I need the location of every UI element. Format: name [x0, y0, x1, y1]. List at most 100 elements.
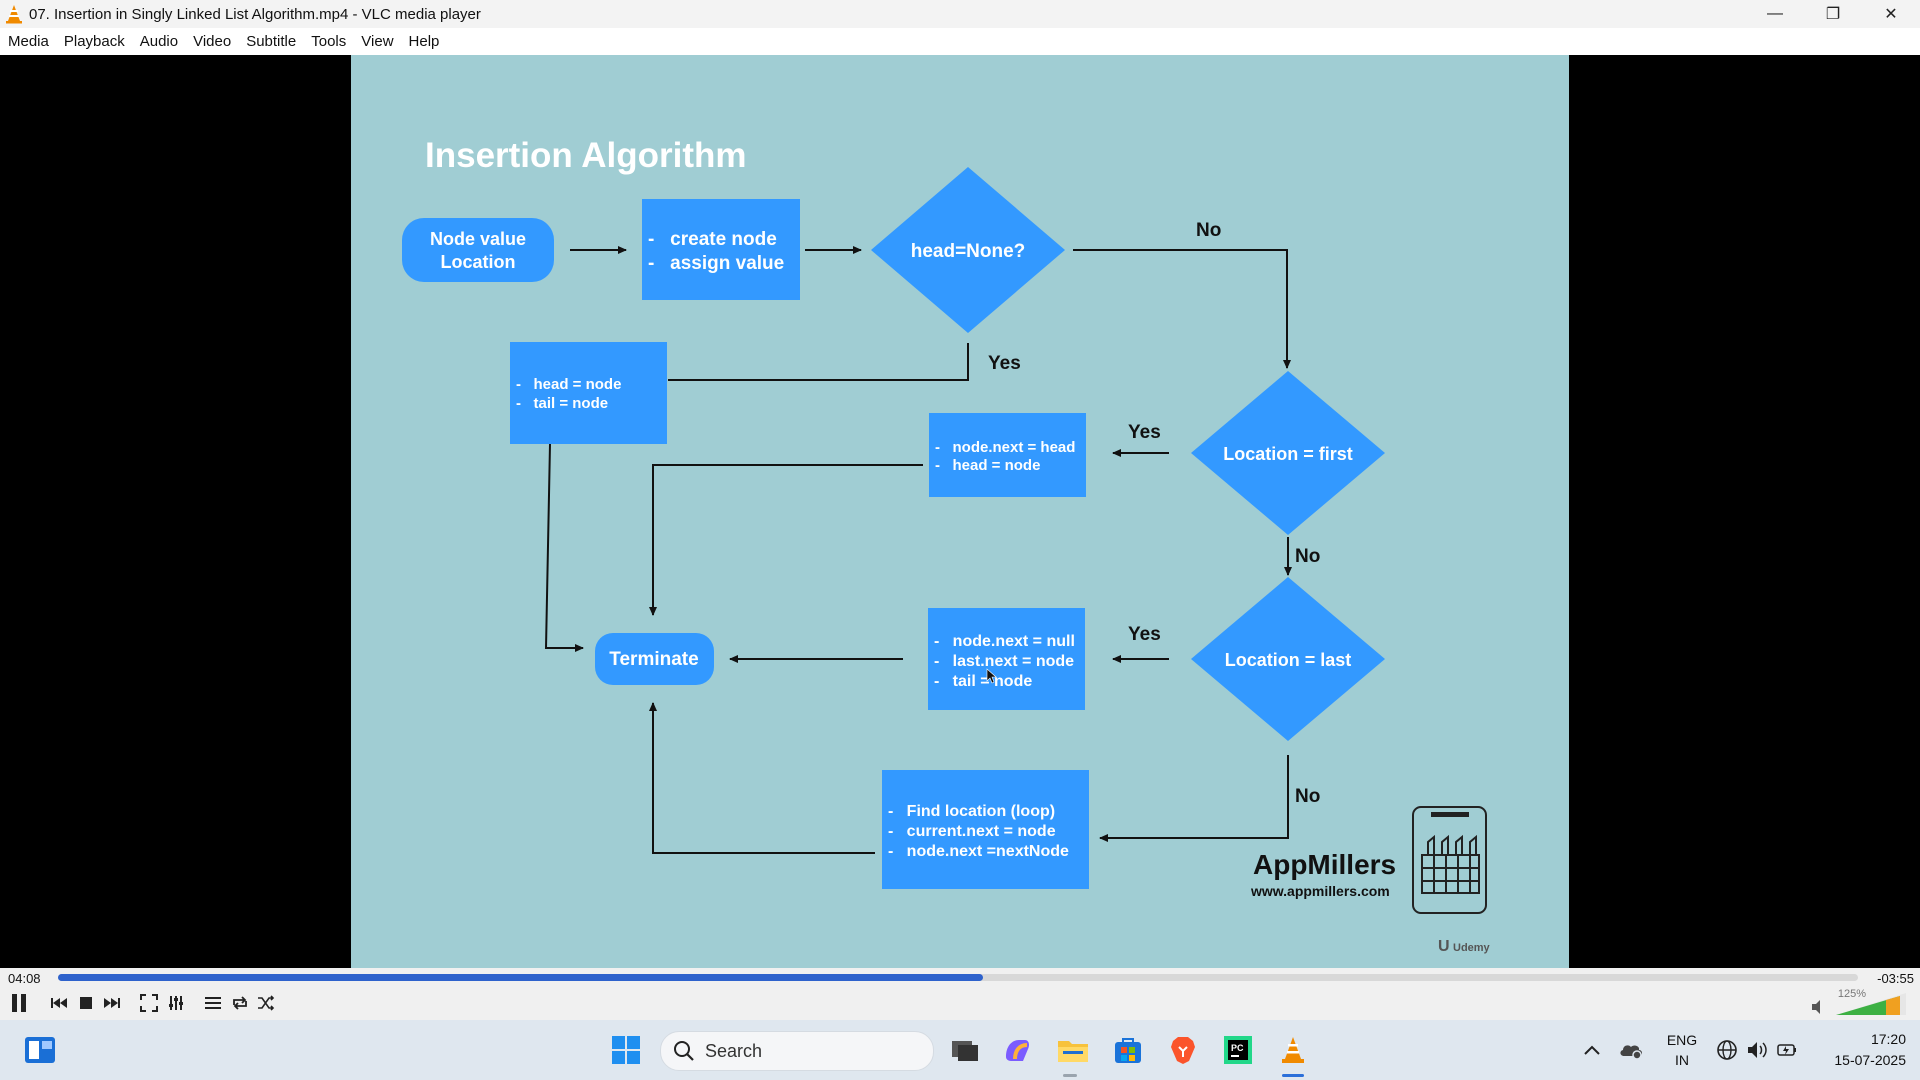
menu-media[interactable]: Media [8, 33, 49, 50]
controls-row: 125% [0, 986, 1920, 1020]
location-last-decision [1191, 577, 1385, 741]
start-text-1: Node value [430, 229, 526, 249]
label-yes-1: Yes [988, 353, 1021, 374]
menu-audio[interactable]: Audio [139, 33, 179, 50]
location-last-box [928, 608, 1085, 710]
location-last-text: Location = last [1225, 650, 1352, 670]
menu-tools[interactable]: Tools [311, 33, 347, 50]
last-box-text-1: - node.next = null [934, 633, 1075, 650]
volume-percent: 125% [1837, 988, 1866, 1000]
running-indicator-explorer [1063, 1074, 1077, 1077]
mouse-cursor [986, 668, 997, 684]
create-text-2: - assign value [648, 253, 784, 274]
time-remaining[interactable]: -03:55 [1877, 971, 1914, 986]
time-elapsed: 04:08 [8, 971, 41, 986]
vlc-cone-icon [6, 5, 22, 24]
brave-browser-button[interactable] [1165, 1032, 1201, 1068]
label-yes-2: Yes [1128, 422, 1161, 443]
loop-icon [233, 996, 247, 1010]
title-bar: 07. Insertion in Singly Linked List Algo… [0, 0, 1920, 28]
menu-video[interactable]: Video [193, 33, 232, 50]
pause-button[interactable] [8, 992, 30, 1014]
copilot-button[interactable] [1000, 1032, 1036, 1068]
mid-box-text-2: - current.next = node [888, 823, 1056, 840]
chevron-up-icon [1584, 1045, 1600, 1055]
clock-time[interactable]: 17:20 [1870, 1031, 1906, 1047]
brave-lion-icon [1171, 1037, 1195, 1064]
arrow-yes-to-head-box [668, 343, 969, 381]
extended-settings-button[interactable] [165, 992, 187, 1014]
playlist-button[interactable] [202, 992, 224, 1014]
arrow-first-box-to-terminate [649, 464, 923, 616]
next-button[interactable] [101, 992, 123, 1014]
volume-icon [1812, 993, 1906, 1015]
brand-name: AppMillers [1253, 849, 1396, 880]
start-text-2: Location [441, 252, 516, 272]
arrow-mid-to-terminate [649, 702, 875, 854]
store-button[interactable] [1110, 1032, 1146, 1068]
battery-charging-icon [1777, 1044, 1796, 1056]
vlc-taskbar-icon [1282, 1037, 1304, 1063]
show-hidden-icons-button[interactable] [1577, 1032, 1607, 1068]
loop-button[interactable] [229, 992, 251, 1014]
task-view-button[interactable] [947, 1032, 983, 1068]
network-button[interactable] [1712, 1032, 1742, 1068]
video-area[interactable]: Insertion Algorithm Node value Location … [0, 55, 1920, 968]
menu-playback[interactable]: Playback [63, 33, 125, 50]
widgets-button[interactable] [22, 1032, 58, 1068]
menu-help[interactable]: Help [408, 33, 440, 50]
copilot-icon [1006, 1040, 1029, 1061]
file-explorer-button[interactable] [1055, 1032, 1091, 1068]
close-button[interactable]: ✕ [1884, 6, 1898, 23]
windows-logo-icon [612, 1036, 640, 1064]
clock-date[interactable]: 15-07-2025 [1834, 1052, 1906, 1068]
first-box-text-2: - head = node [935, 457, 1040, 474]
svg-text:PC: PC [1231, 1043, 1244, 1053]
battery-button[interactable] [1772, 1032, 1802, 1068]
shuffle-button[interactable] [255, 992, 277, 1014]
restore-button[interactable]: ❐ [1825, 6, 1841, 23]
widgets-icon [25, 1037, 55, 1063]
seek-bar-fill [58, 974, 984, 981]
folder-icon [1058, 1041, 1088, 1062]
search-label: Search [705, 1040, 763, 1061]
equalizer-icon [169, 996, 183, 1010]
brand-factory-icon [1412, 806, 1487, 914]
head-box-text-2: - tail = node [516, 395, 608, 412]
start-node [402, 218, 554, 282]
taskbar-search[interactable]: Search [660, 1031, 934, 1071]
vlc-taskbar-button[interactable] [1275, 1032, 1311, 1068]
volume-slider[interactable] [1810, 990, 1910, 1016]
onedrive-button[interactable] [1614, 1032, 1648, 1068]
previous-button[interactable] [48, 992, 70, 1014]
seek-bar[interactable] [58, 974, 1858, 981]
arrow-last-no [1099, 755, 1289, 842]
taskbar: Search PC ENG IN 17:20 15-07-2025 [0, 1020, 1920, 1080]
head-box-text-1: - head = node [516, 376, 621, 393]
location-first-decision [1191, 371, 1385, 535]
language-code[interactable]: ENG [1666, 1032, 1698, 1048]
stop-button[interactable] [75, 992, 97, 1014]
find-location-box [882, 770, 1089, 889]
pycharm-button[interactable]: PC [1220, 1032, 1256, 1068]
volume-tray-button[interactable] [1742, 1032, 1772, 1068]
pause-icon [12, 994, 26, 1012]
menu-subtitle[interactable]: Subtitle [246, 33, 297, 50]
terminate-node [595, 633, 714, 685]
create-text-1: - create node [648, 229, 777, 250]
head-tail-box [510, 342, 667, 444]
label-yes-3: Yes [1128, 624, 1161, 645]
window-title: 07. Insertion in Singly Linked List Algo… [29, 5, 481, 23]
last-box-text-3: - tail = node [934, 673, 1032, 690]
menu-view[interactable]: View [361, 33, 394, 50]
fullscreen-button[interactable] [138, 992, 160, 1014]
head-none-decision [871, 167, 1065, 333]
minimize-button[interactable]: — [1767, 5, 1783, 22]
mid-box-text-1: - Find location (loop) [888, 803, 1055, 820]
language-region[interactable]: IN [1675, 1052, 1689, 1068]
terminate-text: Terminate [609, 649, 698, 670]
start-button[interactable] [608, 1032, 644, 1068]
seek-row: 04:08 -03:55 [0, 968, 1920, 986]
pycharm-icon: PC [1224, 1036, 1252, 1064]
flowchart: Insertion Algorithm Node value Location … [402, 136, 1491, 955]
